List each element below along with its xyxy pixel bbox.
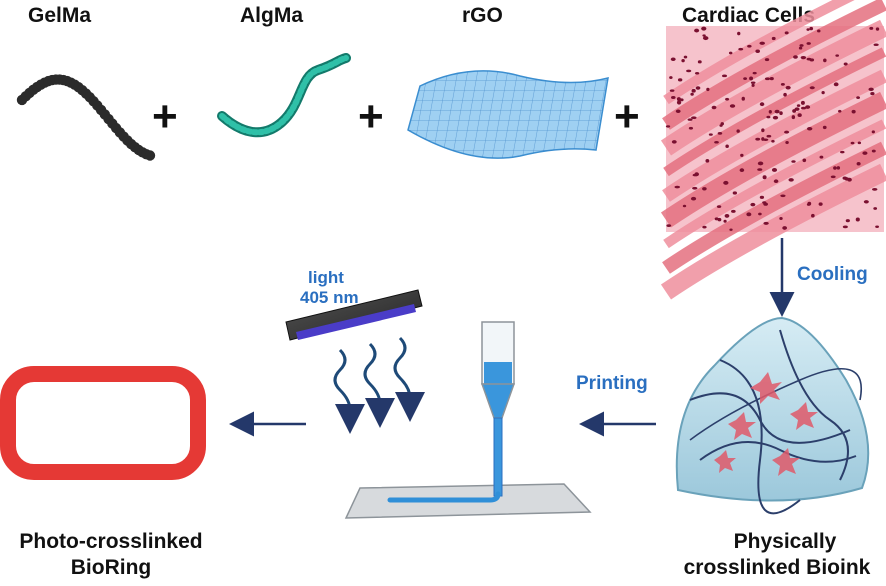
plus-sign-2: + [358,92,384,141]
gelma-chain-icon [16,74,156,161]
rgo-label: rGO [462,4,503,27]
gelma-label: GelMa [28,4,92,27]
cooling-label: Cooling [797,264,868,285]
bioink-dome-icon [675,316,870,515]
bioring-label-line2: BioRing [70,556,152,579]
light-label-line2: 405 nm [300,288,359,307]
bioring-shape [0,366,206,480]
printer-nozzle-icon [344,321,592,519]
cardiac-tissue-image [660,0,886,300]
bioring-label-line1: Photo-crosslinked [19,530,203,553]
uv-light-waves [333,336,425,434]
rgo-sheet-icon [407,70,609,159]
bioink-label-line1: Physically [733,530,837,553]
algma-label: AlgMa [240,4,303,27]
uv-lamp-icon [285,289,423,341]
plus-sign-1: + [152,92,178,141]
cardiac-cells-label: Cardiac Cells [682,4,816,27]
bioink-label-line2: crosslinked Bioink [683,556,871,579]
printing-label: Printing [576,373,648,394]
light-label-line1: light [308,268,344,287]
plus-sign-3: + [614,92,640,141]
algma-helix-icon [217,53,351,138]
